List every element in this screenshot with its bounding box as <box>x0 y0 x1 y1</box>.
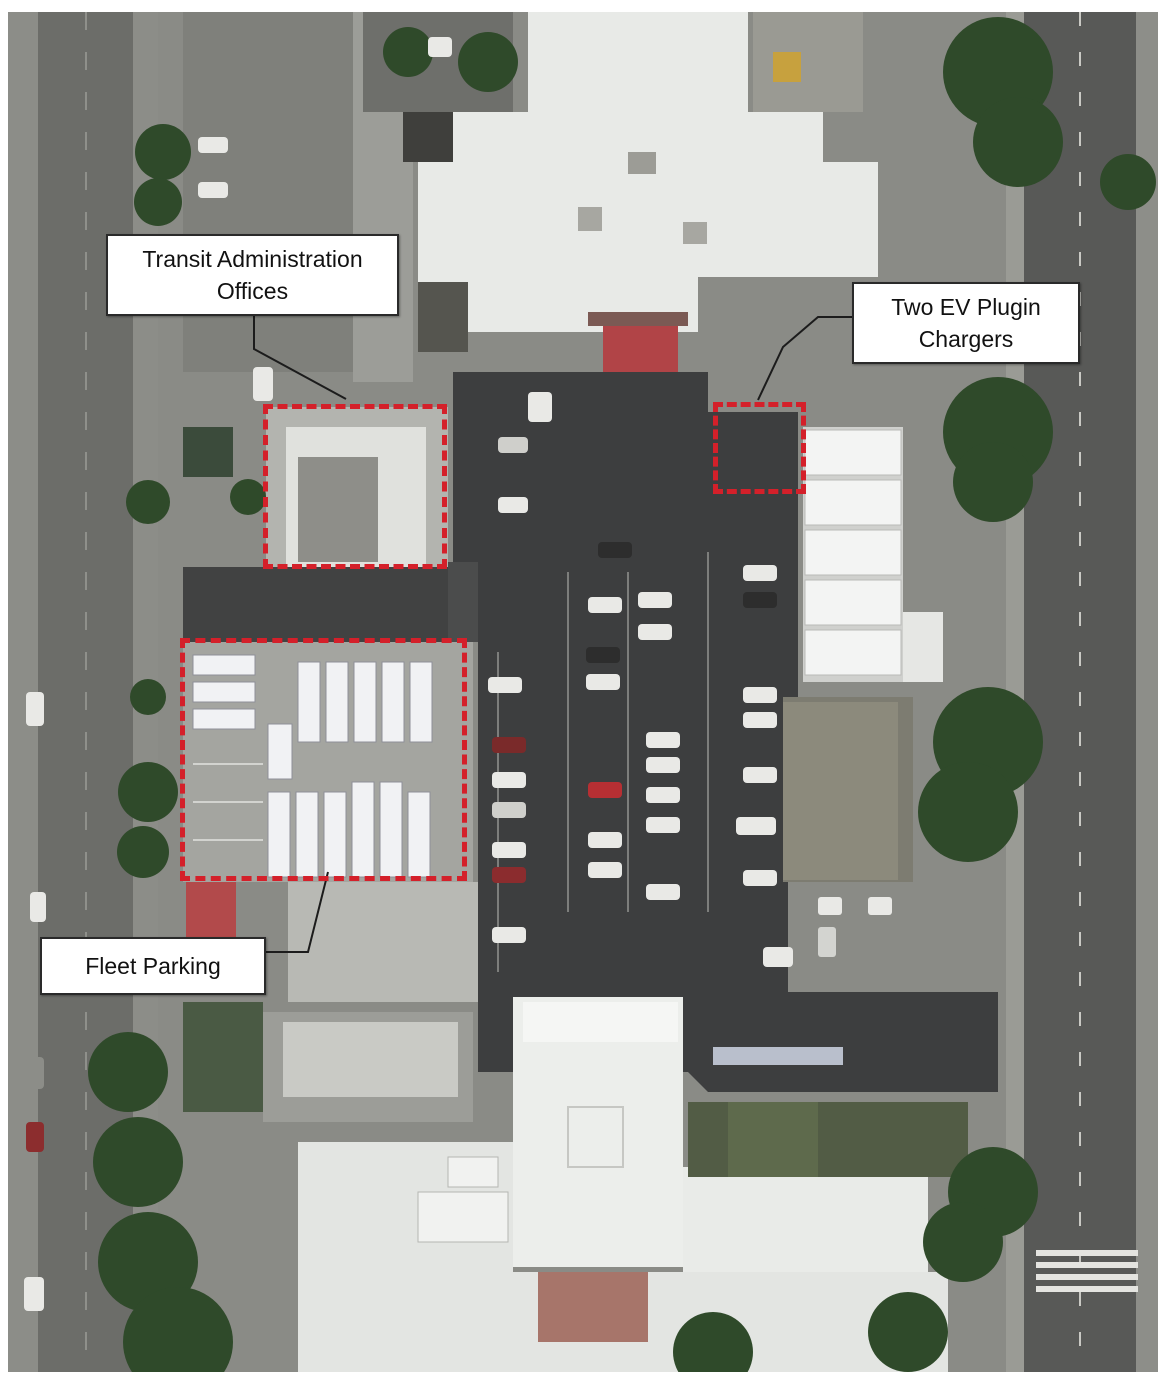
label-transit-admin-line1: Transit Administration <box>142 246 363 272</box>
leader-line-admin <box>253 314 347 400</box>
label-transit-admin-line2: Offices <box>216 278 289 304</box>
leader-lines <box>253 314 854 953</box>
label-fleet-parking-text: Fleet Parking <box>85 953 221 979</box>
aerial-map[interactable]: Transit Administration Offices Two EV Pl… <box>8 12 1158 1372</box>
parking-stripes <box>497 552 709 972</box>
leader-line-fleet <box>266 871 329 953</box>
label-transit-admin-offices: Transit Administration Offices <box>106 234 399 316</box>
parked-cars <box>488 392 793 967</box>
crosswalk <box>1036 1250 1138 1292</box>
small-red-roof <box>186 882 236 937</box>
label-fleet-parking: Fleet Parking <box>40 937 266 995</box>
label-ev-chargers-line2: Chargers <box>918 326 1014 352</box>
trees <box>88 17 1156 1372</box>
label-ev-chargers: Two EV Plugin Chargers <box>852 282 1080 364</box>
aerial-image <box>8 12 1158 1372</box>
label-ev-chargers-line1: Two EV Plugin <box>891 294 1041 320</box>
parking-lot <box>453 372 998 1092</box>
fleet-buses <box>192 654 433 878</box>
leader-line-ev <box>757 316 854 401</box>
east-street <box>1023 12 1158 1372</box>
street-cars <box>24 37 892 1311</box>
